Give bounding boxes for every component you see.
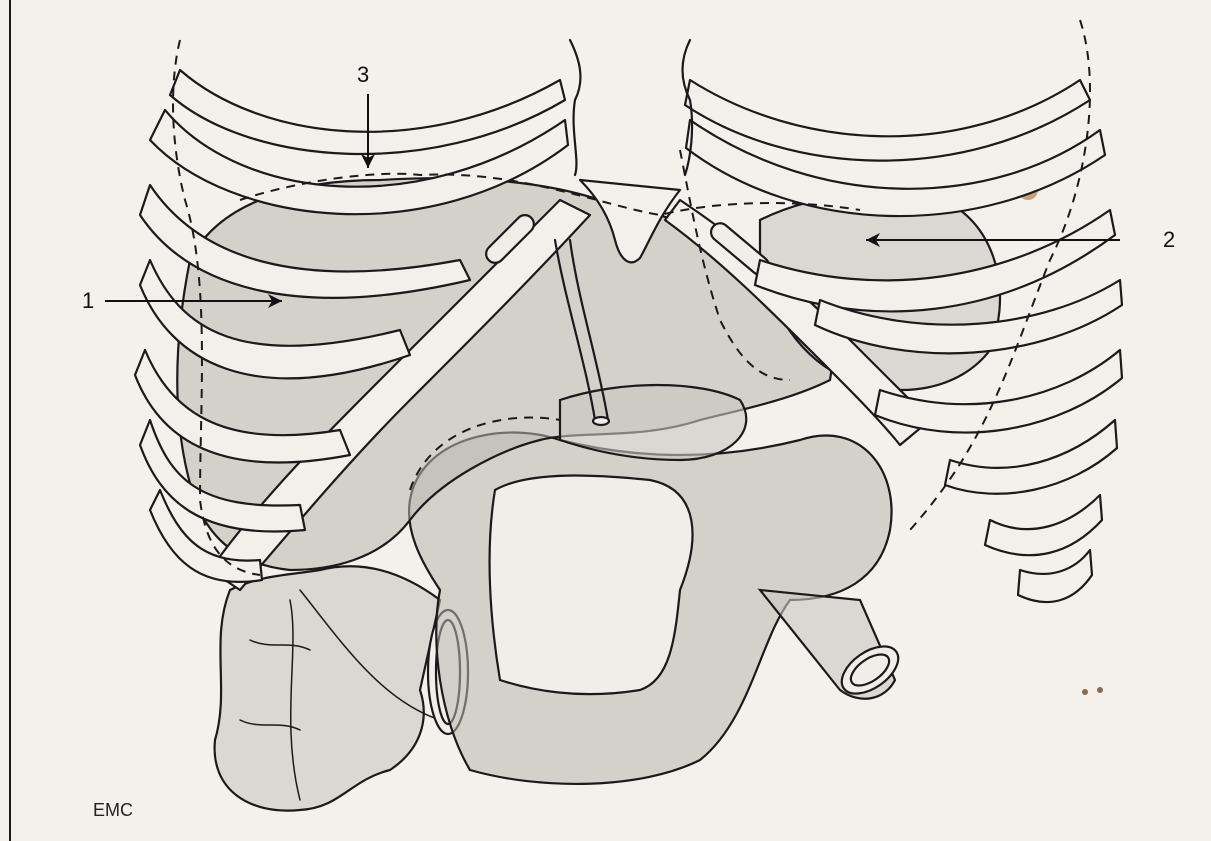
signature: EMC [93,800,133,820]
rib-right-1 [685,80,1090,161]
rib-right-8 [1018,550,1092,602]
sternum-left-edge [570,40,580,175]
gallbladder [560,385,746,460]
label-1: 1 [82,288,94,313]
label-2: 2 [1163,227,1175,252]
stain-dot [1097,687,1103,693]
label-3: 3 [357,62,369,87]
stain-dot [1082,689,1088,695]
colon [215,566,440,810]
ligament-tip [593,417,609,425]
lesser-sac-window [490,476,693,695]
rib-right-7 [985,495,1102,555]
